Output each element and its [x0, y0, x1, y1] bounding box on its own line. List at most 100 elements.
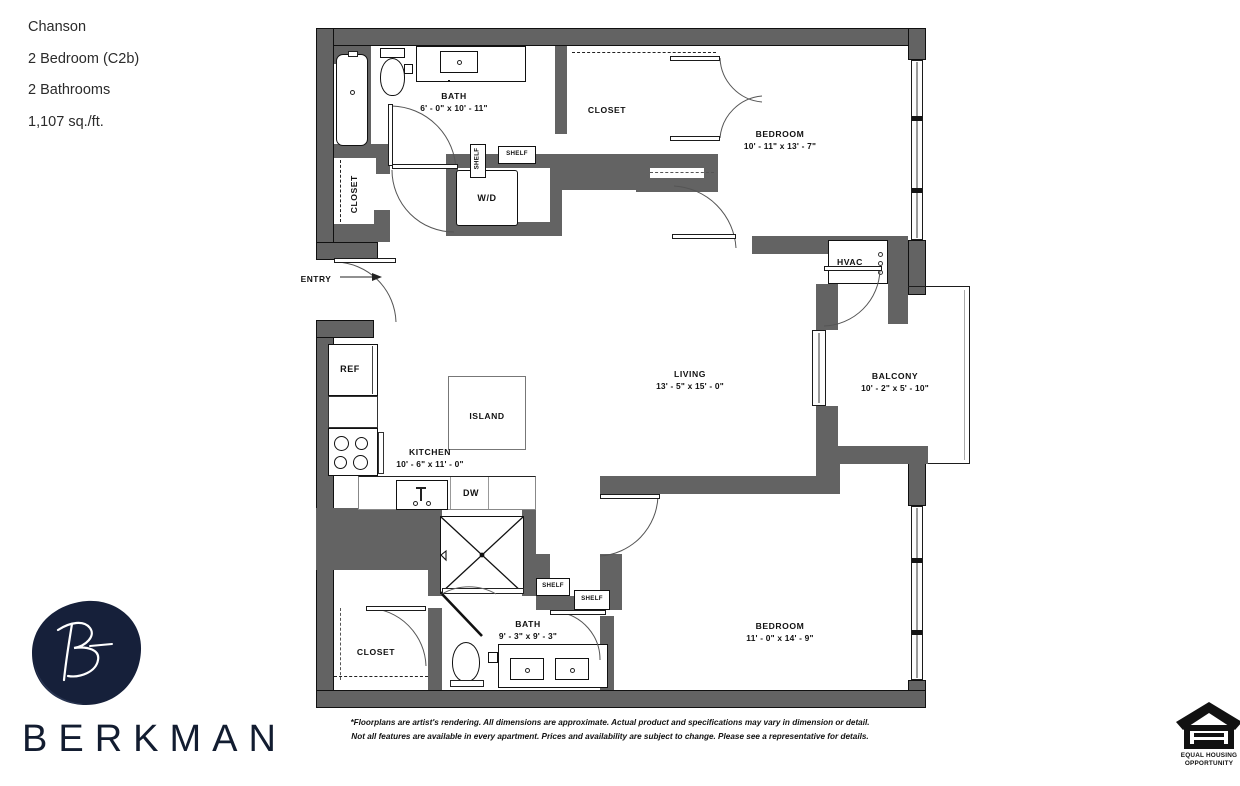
unit-name: Chanson: [28, 19, 87, 35]
room-label-closet1: CLOSET: [552, 104, 662, 116]
shelf-bath2-b: [574, 590, 610, 610]
island: [448, 376, 526, 450]
bathtub-drain: [350, 90, 355, 95]
kitchen-island: [448, 80, 450, 82]
shelf-bath2-a: [536, 578, 570, 596]
shelf-laundry-vertical: [470, 144, 486, 178]
label-washer-dryer: W/D: [477, 193, 497, 203]
dishwasher-divider-left: [450, 477, 452, 509]
hvac-vent-dot-2: [878, 261, 883, 266]
refrigerator-door-line: [372, 346, 374, 394]
door-leaf-bedroom1: [672, 234, 736, 239]
door-leaf-bath1: [388, 104, 393, 166]
exterior-wall-top: [316, 28, 926, 46]
wall-living-south-run: [600, 476, 828, 494]
sink-faucet-head: [416, 487, 426, 489]
unit-area: 1,107 sq./ft.: [28, 113, 104, 130]
wall-closet1-foot: [636, 178, 718, 192]
door-entry: [334, 260, 414, 340]
door-leaf-closet1-upper: [670, 56, 720, 61]
house-icon: [1176, 702, 1240, 749]
refrigerator: [328, 344, 378, 396]
wall-shower-left: [428, 516, 442, 596]
toilet-tank-bath1: [380, 48, 405, 58]
floorplan-drawing: BATH 6' - 0" x 10' - 11" CLOSET W/D SHEL…: [300, 28, 970, 708]
wall-hvac-right: [888, 236, 908, 324]
door-leaf-hall: [392, 164, 458, 169]
wall-kitchen-south: [316, 508, 442, 570]
unit-bedrooms: 2 Bedroom (C2b): [28, 50, 140, 67]
exterior-wall-right-upper: [908, 28, 926, 60]
label-shelf-hall: SHELF: [506, 150, 528, 157]
door-closet2: [366, 607, 446, 688]
door-bedroom1: [672, 185, 762, 276]
burner-4: [353, 455, 368, 470]
label-hvac: HVAC: [837, 257, 863, 267]
wall-laundry-left: [446, 154, 458, 236]
room-label-bedroom2: BEDROOM 11' - 0" x 14' - 9": [690, 620, 870, 645]
equal-housing-opportunity-logo: EQUAL HOUSING OPPORTUNITY: [1157, 700, 1240, 778]
door-closet1-lower: [718, 94, 778, 154]
door-bath1: [390, 104, 474, 188]
closet1-rod-upper: [572, 52, 716, 53]
room-dimensions: 10' - 2" x 5' - 10": [861, 383, 929, 394]
room-name: BALCONY: [871, 371, 919, 381]
room-label-bath1: BATH 6' - 0" x 10' - 11": [384, 90, 524, 115]
berkman-wordmark: BERKMAN: [22, 718, 287, 760]
window-bedroom1-mullion-2: [912, 188, 922, 193]
shower-cross-icon: [440, 516, 524, 594]
room-label-bedroom1: BEDROOM 10' - 11" x 13' - 7": [690, 128, 870, 153]
wall-living-east-upper: [816, 284, 838, 330]
closet-left-rod: [340, 160, 343, 222]
burner-2: [355, 437, 368, 450]
door-leaf-bedroom2: [600, 494, 660, 499]
wall-closet2-right: [428, 608, 442, 690]
room-label-kitchen: KITCHEN 10' - 6" x 11' - 0": [360, 446, 500, 471]
window-living-glass: [818, 333, 820, 403]
shelf-hall: [498, 146, 536, 164]
unit-info-header: Chanson 2 Bedroom (C2b) 2 Bathrooms 1,10…: [28, 20, 288, 146]
label-island: ISLAND: [469, 411, 505, 421]
bath1-small-cabinet: [404, 64, 413, 74]
window-bedroom1-glass: [916, 62, 918, 238]
burner-1: [334, 436, 349, 451]
eho-line-1: EQUAL HOUSING: [1180, 752, 1238, 759]
room-name: CLOSET: [356, 647, 396, 657]
eho-text: EQUAL HOUSING OPPORTUNITY: [1157, 752, 1240, 768]
door-leaf-entry: [334, 258, 396, 263]
room-name: BEDROOM: [755, 129, 805, 139]
vanity-drain-bath1: [457, 60, 462, 65]
room-name: BATH: [441, 91, 467, 101]
room-name: BATH: [515, 619, 541, 629]
room-name: BEDROOM: [755, 621, 805, 631]
door-shower: [441, 586, 516, 656]
wall-living-south: [816, 446, 928, 464]
exterior-wall-right-mid: [908, 240, 926, 295]
sink-knob-left: [413, 501, 418, 506]
closet1-rod-lower: [650, 172, 714, 173]
door-leaf-balcony: [824, 266, 882, 271]
unit-bathrooms: 2 Bathrooms: [28, 82, 111, 98]
entry-arrow-icon: [340, 273, 382, 281]
window-bedroom2-mullion-2: [912, 630, 922, 635]
door-bedroom2: [599, 495, 690, 586]
window-bedroom2-mullion-1: [912, 558, 922, 563]
door-closet1-upper: [718, 57, 778, 118]
wall-living-south-step: [816, 464, 840, 494]
closet2-shelf-line: [334, 676, 428, 677]
window-bedroom2-glass: [916, 508, 918, 678]
wall-hall-right: [555, 46, 567, 134]
room-label-balcony: BALCONY 10' - 2" x 5' - 10": [820, 370, 970, 395]
room-dimensions: 6' - 0" x 10' - 11": [420, 103, 488, 114]
door-leaf-bath2: [550, 610, 606, 615]
room-dimensions: 9' - 3" x 9' - 3": [498, 631, 558, 642]
wall-closet1-step: [610, 154, 718, 168]
room-dimensions: 10' - 11" x 13' - 7": [743, 141, 817, 152]
range-handle: [378, 432, 384, 474]
room-dimensions: 13' - 5" x 15' - 0": [656, 381, 724, 392]
exterior-wall-left-upper: [316, 28, 334, 260]
door-hall: [391, 168, 478, 254]
label-refrigerator: REF: [340, 364, 360, 374]
bathtub: [336, 54, 368, 146]
washer-dryer-unit: [456, 170, 518, 226]
